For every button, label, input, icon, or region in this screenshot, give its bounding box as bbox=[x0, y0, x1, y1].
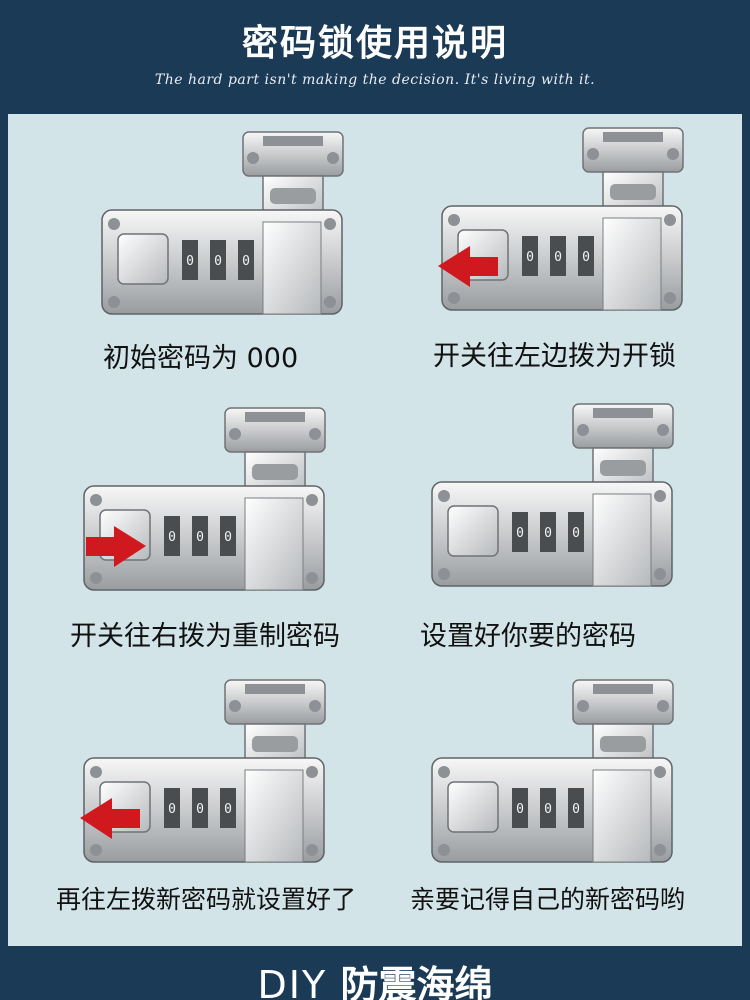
lock-illustration-2 bbox=[438, 127, 684, 311]
step-caption-1: 初始密码为 000 bbox=[103, 343, 299, 374]
step-caption-5: 再往左拨新密码就设置好了 bbox=[56, 885, 357, 914]
lock-illustration-1 bbox=[101, 131, 344, 315]
right-arrow-icon bbox=[86, 526, 146, 567]
instruction-panel: 初始密码为 000 开关往左边拨为开锁 开关往右拨为重制密码 设置好你要的密码 … bbox=[8, 114, 742, 946]
step-caption-2: 开关往左边拨为开锁 bbox=[433, 341, 676, 372]
step-caption-4: 设置好你要的密码 bbox=[420, 621, 636, 652]
footer-diy: DIY bbox=[257, 963, 328, 1000]
left-arrow-icon bbox=[80, 798, 140, 839]
left-arrow-icon bbox=[438, 246, 498, 287]
lock-illustration-5 bbox=[80, 679, 326, 863]
footer-text: DIY 防震海绵 bbox=[0, 954, 750, 1000]
header-banner: 密码锁使用说明 The hard part isn't making the d… bbox=[0, 0, 750, 112]
footer-label: 防震海绵 bbox=[340, 963, 493, 1000]
lock-illustration-6 bbox=[431, 679, 674, 863]
lock-illustration-3 bbox=[83, 407, 326, 591]
page-subtitle: The hard part isn't making the decision.… bbox=[154, 72, 596, 88]
lock-illustration-4 bbox=[431, 403, 674, 587]
footer-banner: DIY 防震海绵 bbox=[0, 948, 750, 1000]
step-caption-6: 亲要记得自己的新密码哟 bbox=[410, 885, 686, 914]
page-title: 密码锁使用说明 bbox=[241, 23, 508, 64]
step-caption-3: 开关往右拨为重制密码 bbox=[70, 621, 340, 652]
